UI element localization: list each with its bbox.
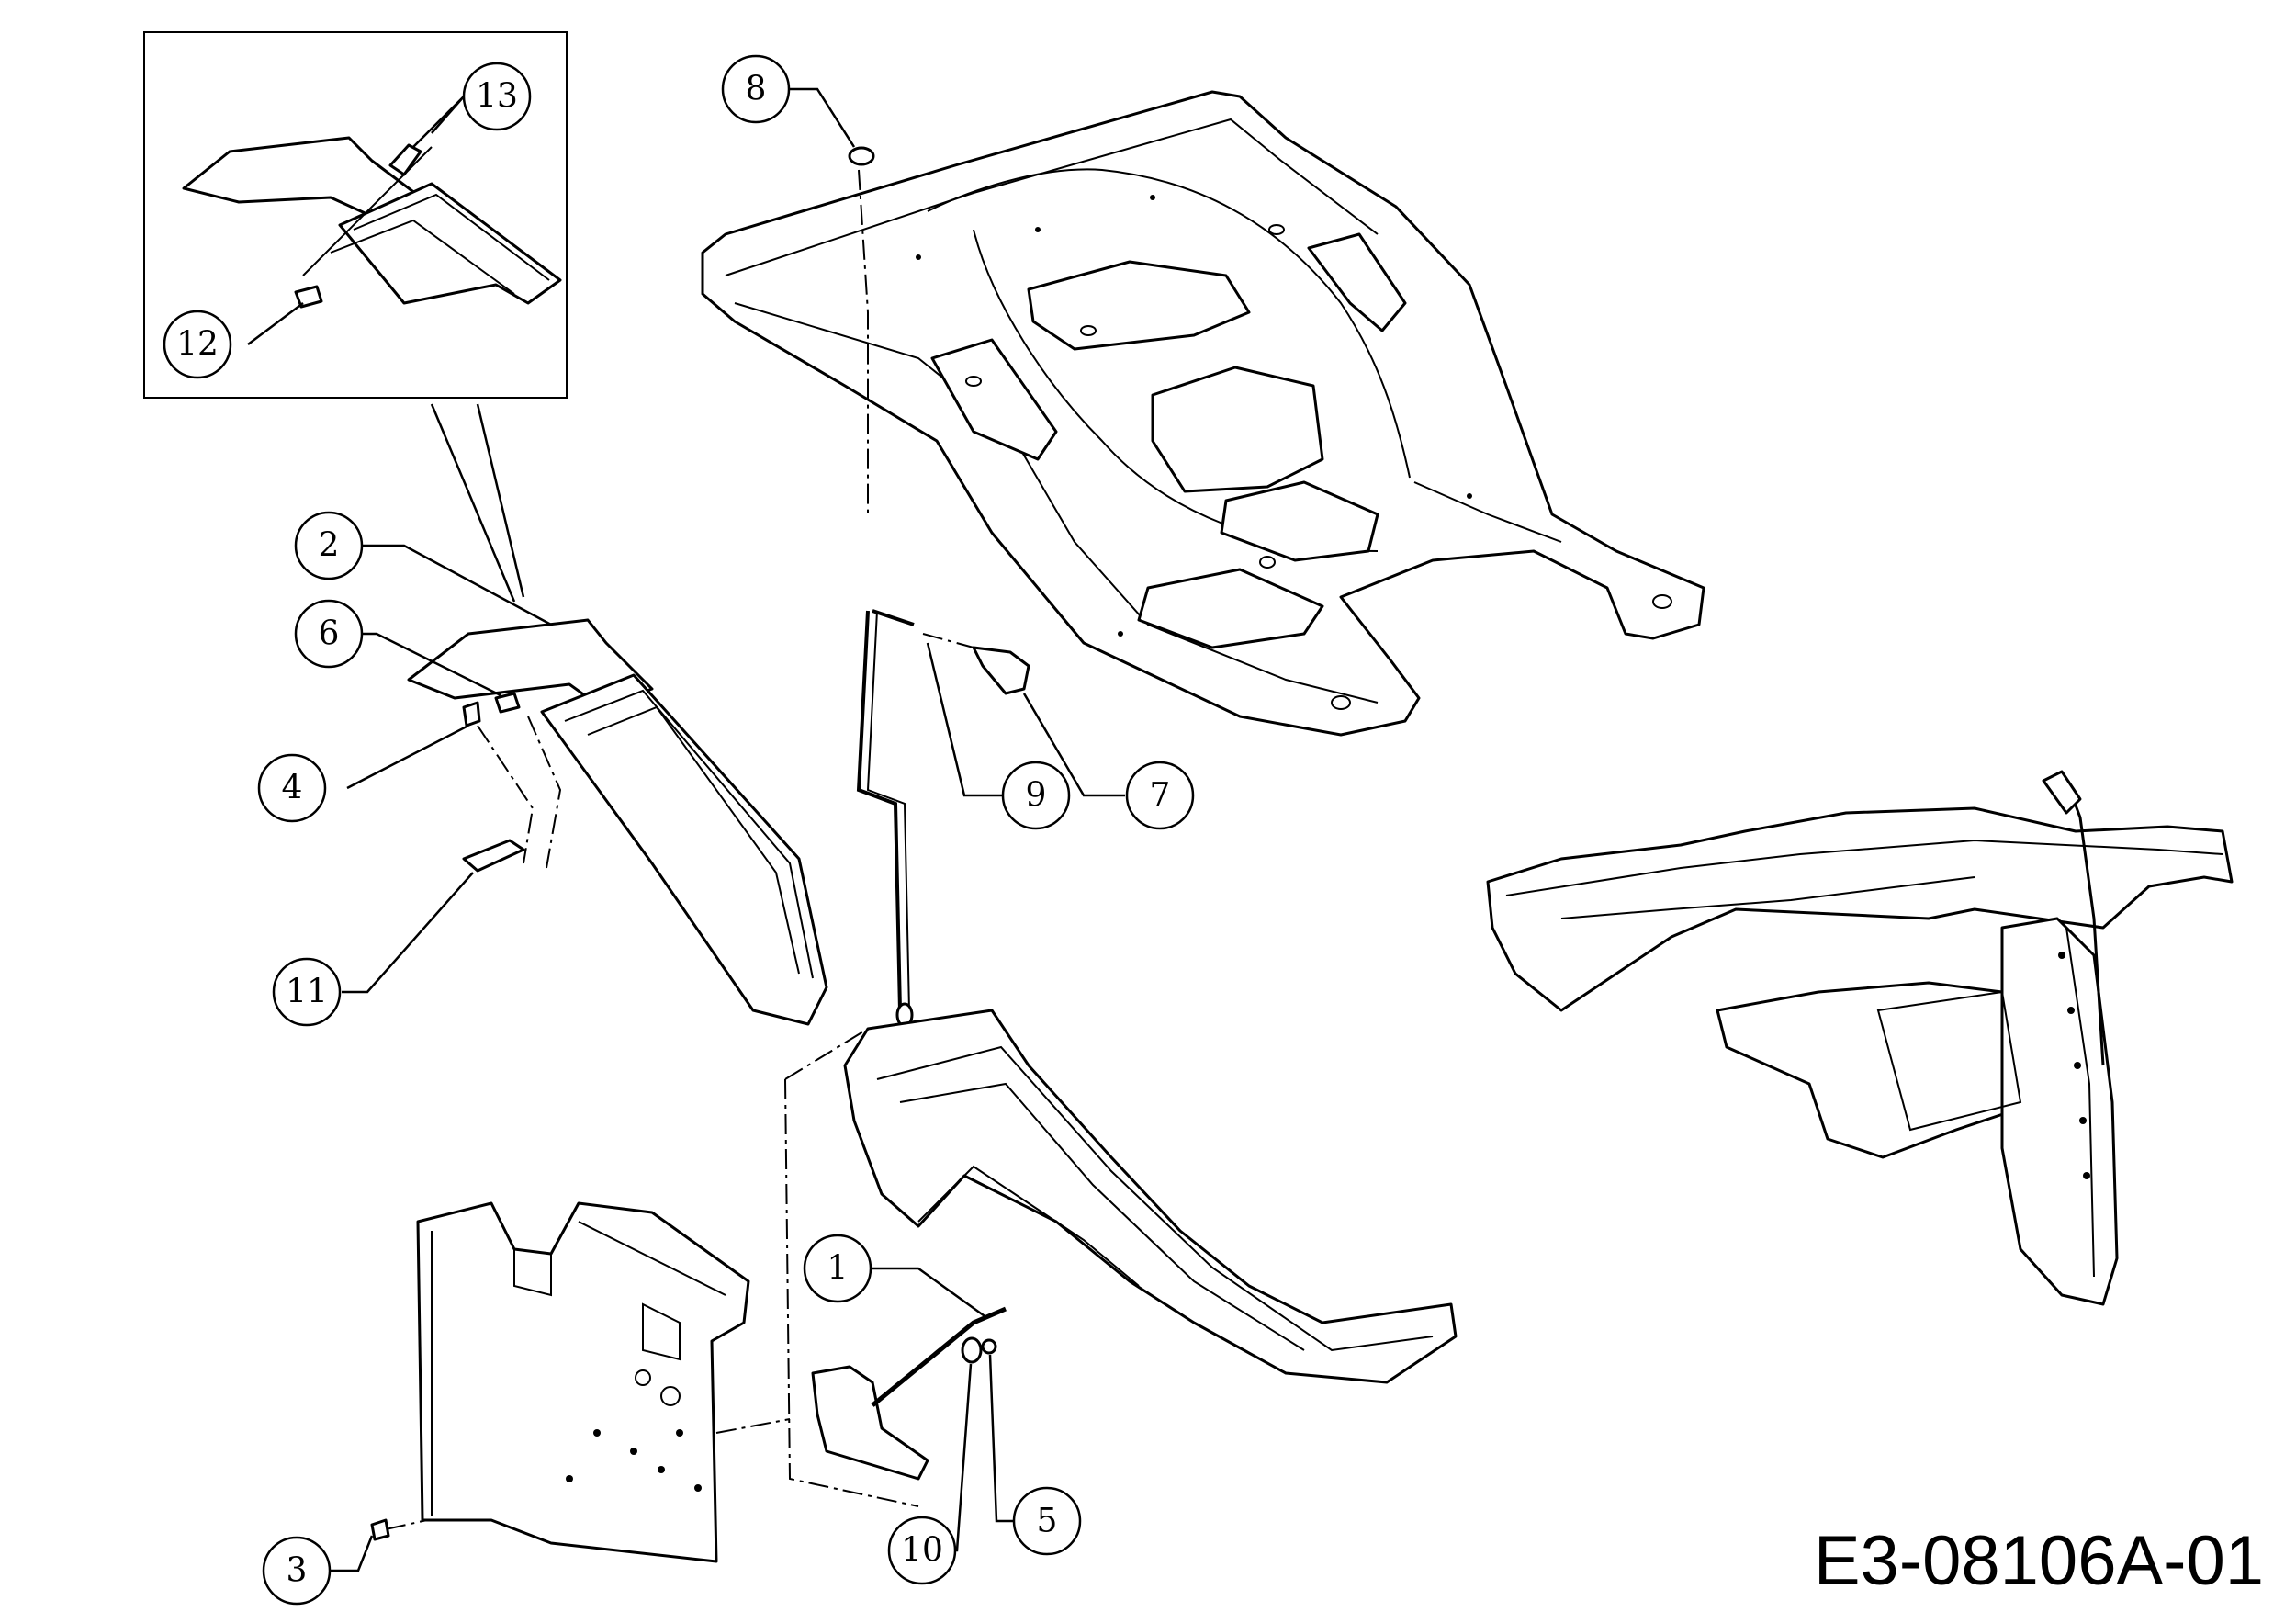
grommet-8-dash: [858, 169, 869, 514]
leader-3: [331, 1535, 374, 1572]
hood-slot: [930, 338, 1058, 461]
callout-9: 9: [1001, 761, 1071, 830]
leader-11: [342, 872, 474, 994]
callout-7: 7: [1125, 761, 1195, 830]
assembled-knob: [2042, 770, 2082, 815]
fender-channel: [540, 673, 828, 1026]
assembled-view: [1486, 770, 2234, 1306]
callout-13: 13: [462, 62, 532, 131]
hood-lever-cutout: [1307, 232, 1407, 332]
side-panel-plate: [416, 1201, 750, 1563]
inset-channel: [338, 182, 562, 305]
assembled-hood: [1486, 806, 2234, 1012]
callout-3: 3: [262, 1536, 332, 1606]
pin-4: [462, 701, 481, 727]
callout-3-label: 3: [287, 1552, 308, 1590]
callout-13-label: 13: [476, 78, 518, 116]
callout-4: 4: [257, 753, 327, 823]
callout-1: 1: [803, 1234, 872, 1303]
callout-7-label: 7: [1150, 777, 1171, 815]
callout-5: 5: [1012, 1486, 1082, 1556]
leader-6: [363, 632, 501, 697]
side-panel: [370, 1201, 791, 1563]
hood-floor-panel: [1137, 568, 1324, 649]
leader-2: [363, 544, 552, 626]
callout-1-label: 1: [827, 1250, 849, 1288]
inset-spring-13: [388, 143, 422, 176]
inset-pointer-a: [430, 403, 516, 603]
running-board-body: [843, 1009, 1458, 1384]
hood-center-recess: [1220, 480, 1379, 562]
inset-pointer-b: [476, 403, 525, 598]
bracket-plate-2: [407, 618, 654, 709]
leader-5: [988, 1354, 1013, 1523]
drawing-code: E3-08106A-01: [1814, 1522, 2264, 1600]
part-2-fender-bracket: [407, 618, 828, 1026]
assembled-side-panel: [2000, 917, 2119, 1306]
callout-12-label: 12: [176, 326, 219, 364]
detail-inset-frame: [143, 31, 568, 399]
callout-11: 11: [272, 957, 342, 1027]
callout-12: 12: [163, 310, 232, 379]
knob-7: [972, 646, 1030, 695]
inset-clip-12: [294, 285, 323, 309]
callout-6: 6: [294, 599, 364, 669]
leader-7: [1022, 693, 1125, 797]
callout-11-label: 11: [286, 974, 328, 1011]
callout-9-label: 9: [1026, 777, 1047, 815]
screw-3: [370, 1518, 390, 1541]
callout-10: 10: [887, 1516, 957, 1585]
callout-8: 8: [721, 54, 791, 124]
callout-4-label: 4: [282, 770, 303, 807]
callout-10-label: 10: [901, 1532, 943, 1570]
leader-4: [346, 724, 469, 790]
washer-10: [961, 1336, 983, 1364]
nut-5: [981, 1338, 997, 1355]
inset-pin-line: [302, 146, 433, 276]
detail-inset: [143, 31, 568, 399]
lift-rod-9: [856, 609, 915, 1011]
callout-5-label: 5: [1037, 1503, 1058, 1540]
grommet-8: [848, 146, 875, 166]
callout-2: 2: [294, 511, 364, 580]
callout-6-label: 6: [319, 615, 340, 653]
callout-8-label: 8: [746, 71, 767, 108]
lift-rod-assembly: [856, 609, 1030, 1028]
running-board: [784, 1009, 1458, 1507]
hood-seat-opening: [1151, 366, 1324, 493]
leader-10: [955, 1363, 973, 1552]
leader-1: [869, 1267, 988, 1320]
leader-9: [926, 642, 1006, 797]
bushing-11: [462, 839, 525, 873]
callout-2-label: 2: [319, 527, 340, 565]
assembled-seat-base: [1716, 981, 2041, 1159]
lever-assembly: [811, 1306, 1007, 1481]
clip-6: [494, 692, 521, 714]
rear-fender-hood: [701, 90, 1705, 737]
lever-bracket: [811, 1365, 929, 1481]
leader-8: [785, 87, 856, 148]
